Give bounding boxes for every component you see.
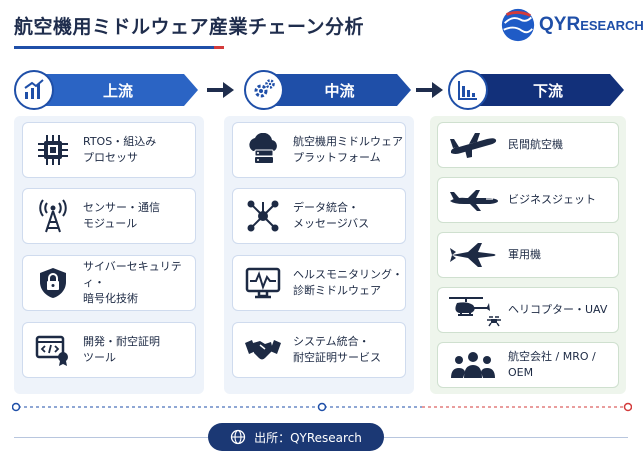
cpu-chip-icon xyxy=(23,133,83,167)
list-item: ヘルスモニタリング・ 診断ミドルウェア xyxy=(232,255,406,311)
title-underline xyxy=(14,46,214,49)
business-jet-icon xyxy=(438,188,508,212)
globe-logo-icon xyxy=(501,8,535,42)
security-lock-icon xyxy=(23,266,83,300)
source-badge: 出所：QYResearch xyxy=(208,423,384,451)
stage-header-upstream: 上流 xyxy=(14,70,198,110)
fighter-jet-icon xyxy=(438,240,508,270)
stage-label-downstream: 下流 xyxy=(472,74,624,106)
page-title: 航空機用ミドルウェア産業チェーン分析 xyxy=(14,16,365,38)
handshake-icon xyxy=(233,335,293,365)
arrow-right-icon xyxy=(207,82,234,98)
downstream-panel: 民間航空機 ビジネスジェット 軍用機 ヘリコプター・UAV 航空会社 / MRO… xyxy=(430,116,626,394)
midstream-panel: 航空機用ミドルウェア プラットフォーム データ統合・ メッセージバス ヘルスモニ… xyxy=(224,116,414,394)
helicopter-drone-icon xyxy=(438,293,508,327)
source-text: 出所：QYResearch xyxy=(254,430,362,445)
list-item: ビジネスジェット xyxy=(437,177,619,223)
stage-header-midstream: 中流 xyxy=(244,70,411,110)
list-item: 軍用機 xyxy=(437,232,619,278)
list-item: データ統合・ メッセージバス xyxy=(232,188,406,244)
upstream-panel: RTOS・組込み プロセッサ センサー・通信 モジュール サイバーセキュリティ・… xyxy=(14,116,204,394)
stage-label-upstream: 上流 xyxy=(38,74,198,106)
source-line-right xyxy=(384,437,628,438)
list-item: ヘリコプター・UAV xyxy=(437,287,619,333)
list-item: 航空機用ミドルウェア プラットフォーム xyxy=(232,122,406,178)
list-item: センサー・通信 モジュール xyxy=(22,188,196,244)
title-underline-accent xyxy=(214,46,224,49)
stage-label-midstream: 中流 xyxy=(268,74,411,106)
rising-chart-icon xyxy=(14,70,54,110)
list-item: 航空会社 / MRO / OEM xyxy=(437,342,619,388)
stage-header-downstream: 下流 xyxy=(448,70,624,110)
logo-wordmark: QYRESEARCH xyxy=(539,14,643,35)
list-item: サイバーセキュリティ・ 暗号化技術 xyxy=(22,255,196,311)
gears-icon xyxy=(244,70,284,110)
airliner-icon xyxy=(438,131,508,159)
arrow-right-icon xyxy=(416,82,443,98)
source-line-left xyxy=(14,437,208,438)
code-certificate-icon xyxy=(23,333,83,367)
list-item: RTOS・組込み プロセッサ xyxy=(22,122,196,178)
network-nodes-icon xyxy=(233,198,293,234)
people-group-icon xyxy=(438,350,508,380)
qyresearch-logo: QYRESEARCH xyxy=(499,6,643,44)
list-item: 開発・耐空証明 ツール xyxy=(22,322,196,378)
antenna-tower-icon xyxy=(23,198,83,234)
globe-icon xyxy=(230,429,246,445)
cloud-server-icon xyxy=(233,133,293,167)
timeline-divider xyxy=(12,402,632,412)
bar-chart-icon xyxy=(448,70,488,110)
health-monitor-icon xyxy=(233,266,293,300)
list-item: システム統合・ 耐空証明サービス xyxy=(232,322,406,378)
list-item: 民間航空機 xyxy=(437,122,619,168)
